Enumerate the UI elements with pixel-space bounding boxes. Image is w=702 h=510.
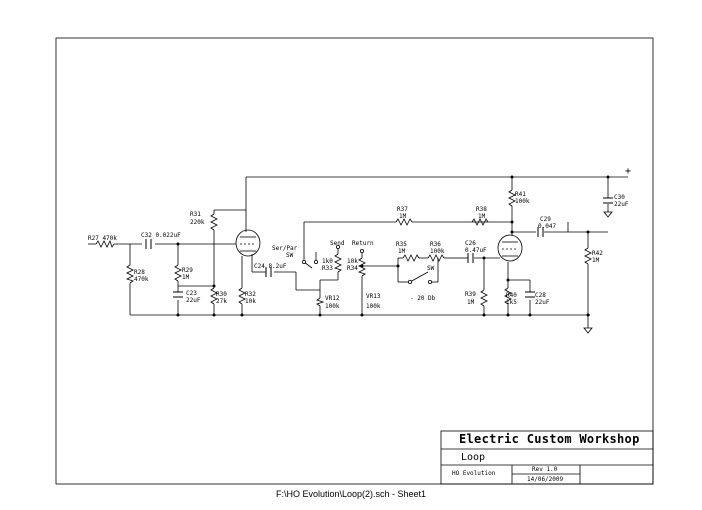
label-c24: C24 8.2uF bbox=[254, 263, 287, 270]
label-c23b: 22uF bbox=[186, 297, 201, 304]
label-vr13a: VR13 bbox=[366, 293, 381, 300]
resistor-r33 bbox=[333, 253, 342, 273]
label-serpar2: SW bbox=[286, 252, 294, 259]
label-r41a: R41 bbox=[515, 191, 526, 198]
capacitors bbox=[145, 197, 613, 298]
label-r29b: 1M bbox=[182, 274, 190, 281]
label-r42b: 1M bbox=[592, 257, 600, 264]
project-name: HO Evolution bbox=[452, 470, 496, 477]
label-return: Return bbox=[352, 240, 374, 247]
label-serpar1: Ser/Par bbox=[272, 245, 298, 252]
label-r36b: 100k bbox=[430, 248, 445, 255]
resistor-r32 bbox=[238, 287, 246, 305]
label-c26b: 0.47uF bbox=[465, 247, 487, 254]
label-r27: R27 470k bbox=[88, 235, 117, 242]
label-r34a: 10k bbox=[347, 258, 358, 265]
sheet-title: Loop bbox=[461, 452, 485, 463]
junctions bbox=[176, 175, 610, 317]
label-c29b: 0.047 bbox=[538, 223, 556, 230]
sheet-border bbox=[55, 37, 654, 485]
label-r42a: R42 bbox=[592, 250, 603, 257]
label-r30a: R30 bbox=[216, 291, 227, 298]
resistor-r31 bbox=[210, 213, 218, 231]
resistor-r35 bbox=[402, 254, 420, 262]
label-r37a: R37 bbox=[397, 206, 408, 213]
resistors bbox=[95, 189, 592, 307]
label-r28b: 470k bbox=[134, 276, 149, 283]
label-c26a: C26 bbox=[465, 240, 476, 247]
label-r39a: R39 bbox=[465, 291, 476, 298]
ground-icon bbox=[603, 211, 613, 218]
label-r31b: 220k bbox=[190, 219, 205, 226]
revision: Rev 1.0 bbox=[532, 466, 558, 473]
label-db: - 20 Db bbox=[410, 295, 436, 302]
label-r35a: R35 bbox=[396, 241, 407, 248]
label-c28b: 22uF bbox=[535, 299, 550, 306]
resistor-r41 bbox=[508, 189, 516, 207]
ground-symbols bbox=[583, 211, 613, 334]
label-r32a: R32 bbox=[245, 291, 256, 298]
label-r33a: 1k0 bbox=[322, 258, 333, 265]
label-r32b: 10k bbox=[245, 298, 256, 305]
resistor-r28 bbox=[125, 264, 134, 284]
return-jack bbox=[359, 248, 364, 253]
supply-plus: + bbox=[625, 166, 631, 177]
contacts bbox=[301, 244, 432, 284]
send-jack bbox=[335, 244, 340, 249]
label-r37b: 1M bbox=[399, 213, 407, 220]
resistor-r40 bbox=[504, 287, 512, 305]
resistor-r29 bbox=[174, 264, 182, 282]
label-vr13b: 100k bbox=[366, 303, 381, 310]
label-r30b: 27k bbox=[216, 298, 227, 305]
label-c32: C32 0.022uF bbox=[141, 232, 181, 239]
label-c23a: C23 bbox=[186, 290, 197, 297]
label-vr12a: VR12 bbox=[325, 295, 340, 302]
resistor-r42 bbox=[584, 247, 592, 265]
resistor-r38 bbox=[471, 218, 489, 226]
resistor-r37 bbox=[395, 218, 413, 226]
valve-v1 bbox=[235, 229, 261, 257]
label-send: Send bbox=[330, 240, 345, 247]
label-r40a: R40 bbox=[506, 292, 517, 299]
resistor-vr12 bbox=[316, 297, 325, 307]
valve-v2 bbox=[497, 234, 523, 262]
label-r28a: R28 bbox=[134, 269, 145, 276]
resistor-r30 bbox=[210, 287, 218, 305]
label-c29a: C29 bbox=[540, 216, 551, 223]
resistor-r36 bbox=[427, 254, 445, 262]
label-r39b: 1M bbox=[467, 299, 475, 306]
label-r40b: 1k5 bbox=[506, 299, 517, 306]
resistor-r39 bbox=[480, 289, 488, 307]
label-r41b: 100k bbox=[515, 198, 530, 205]
date: 14/06/2009 bbox=[527, 476, 564, 483]
label-r38a: R38 bbox=[476, 206, 487, 213]
label-c30a: C30 bbox=[614, 194, 625, 201]
title-block bbox=[440, 430, 654, 485]
resistor-r27 bbox=[95, 239, 115, 248]
label-r29a: R29 bbox=[182, 267, 193, 274]
label-r35b: 1M bbox=[398, 248, 406, 255]
label-r38b: 1M bbox=[478, 213, 486, 220]
label-r33b: R33 bbox=[322, 265, 333, 272]
label-c30b: 22uF bbox=[614, 201, 629, 208]
label-sw: SW bbox=[427, 265, 435, 272]
label-vr12b: 100k bbox=[325, 303, 340, 310]
company-name: Electric Custom Workshop bbox=[459, 432, 640, 446]
valves bbox=[235, 229, 523, 262]
label-c28a: C28 bbox=[535, 292, 546, 299]
label-r31a: R31 bbox=[190, 211, 201, 218]
file-path-footer: F:\HO Evolution\Loop(2).sch - Sheet1 bbox=[275, 489, 427, 499]
component-labels: R27 470k C32 0.022uF R28 470k R29 1M C23… bbox=[88, 191, 629, 310]
ground-icon bbox=[583, 327, 593, 334]
label-r36a: R36 bbox=[430, 241, 441, 248]
label-r34b: R34 bbox=[347, 265, 358, 272]
